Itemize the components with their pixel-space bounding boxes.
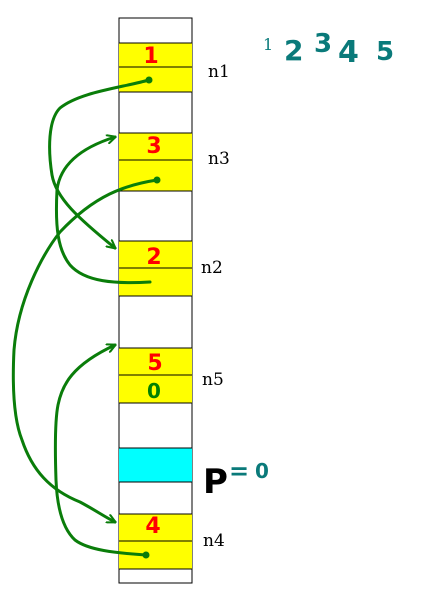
node-n2-label: n2 [201,258,223,278]
node-n5-value: 5 [147,351,162,376]
sequence-item-4: 4 [338,35,359,70]
node-n3-value: 3 [146,134,161,159]
dot-n1-next [145,76,153,84]
arrow-n2-to-n5 [54,137,152,285]
node-n2-value: 2 [146,245,161,270]
pointer-p-cell [119,448,192,482]
memory-column [118,17,193,584]
node-n1-value: 1 [143,44,158,69]
cell-dividers [119,42,192,570]
node-n4-value: 4 [145,514,160,539]
dot-n3-next [153,176,161,184]
node-n1-label: n1 [208,62,230,82]
arrow-n1-to-n3 [48,78,151,248]
arrow-n3-to-n2 [11,178,159,524]
arrow-tail-dots [142,76,161,559]
sequence-item-3: 3 [314,29,332,59]
pointer-p-name: P [203,462,228,502]
sequence-item-5: 5 [376,37,394,67]
node-n3-label: n3 [208,149,230,169]
arrow-n4-to-n5 [53,345,148,557]
node-n5-label: n5 [202,370,224,390]
pointer-arrows [11,78,159,557]
pointer-p-equals: = [229,457,249,485]
sequence-item-2: 2 [284,34,303,67]
dot-n4-next [142,551,150,559]
node-n3: 3 n3 [119,133,230,191]
traversal-sequence: 1 2 3 4 5 [263,29,394,70]
pointer-p-value: 0 [255,459,269,483]
node-n4-label: n4 [203,531,225,551]
pointer-p-annotation: P = 0 [203,457,269,502]
node-n5-next-null: 0 [147,379,161,403]
sequence-item-1: 1 [263,35,273,54]
